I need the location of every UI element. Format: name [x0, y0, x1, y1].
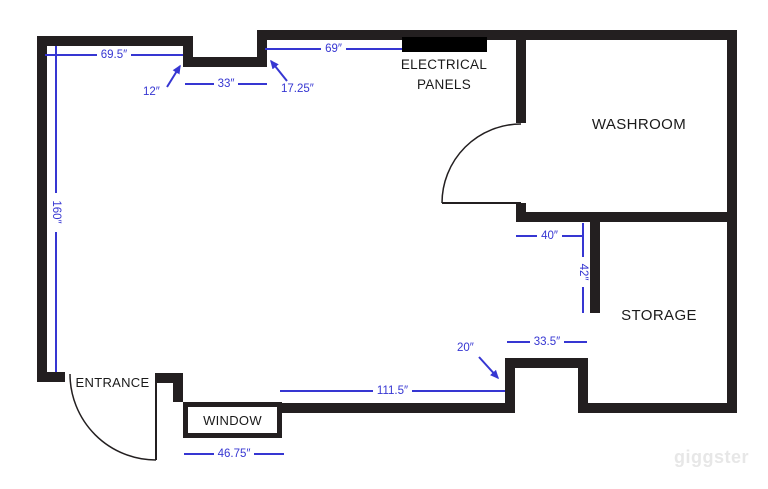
wall-storage-partition: [590, 222, 600, 313]
arrow-notch-right-depth: [270, 59, 288, 82]
wall-washroom-left-upper: [516, 40, 526, 123]
dim-storage-wall-line-bottom: [582, 287, 584, 313]
wall-top-right: [257, 30, 737, 40]
dim-washroom-to-storage-label: 40″: [541, 229, 558, 242]
wall-top-left: [37, 36, 193, 46]
wall-alcove-right: [578, 358, 588, 413]
electrical-panels-line2: PANELS: [416, 76, 472, 92]
wall-bottom-right: [588, 403, 737, 413]
arrow-notch-depth: [166, 64, 181, 88]
dim-left-wall-line-top: [55, 46, 57, 193]
dim-alcove-depth-label: 20″: [457, 342, 474, 354]
dim-top-left-wall: 69.5″: [45, 48, 183, 61]
dim-storage-wall-line-top: [582, 223, 584, 257]
arrow-alcove-depth: [478, 356, 500, 380]
washroom-label: WASHROOM: [591, 116, 687, 133]
dim-top-right-wall: 69″: [265, 42, 402, 55]
dim-left-wall-label: 160″: [50, 200, 62, 224]
entrance-label: ENTRANCE: [75, 375, 150, 390]
dim-window-width-label: 46.75″: [217, 447, 251, 460]
wall-left: [37, 36, 47, 382]
washroom-door-arc: [441, 123, 522, 204]
dim-bottom-wall-label: 111.5″: [376, 384, 409, 397]
electrical-panels-line1: ELECTRICAL: [400, 57, 488, 72]
dim-notch-width-label: 33″: [217, 77, 235, 90]
wall-notch-bottom: [183, 57, 267, 67]
wall-alcove-left: [505, 358, 515, 413]
wall-entrance-right-side: [173, 373, 183, 402]
dim-alcove-width: 33.5″: [507, 335, 587, 348]
window-box: WINDOW: [183, 402, 282, 438]
wall-washroom-bottom: [516, 212, 737, 222]
electrical-panel-block: [402, 37, 487, 52]
wall-notch-step-left: [183, 36, 193, 67]
wall-entrance-right-top: [155, 373, 183, 383]
wall-bottom-left: [282, 403, 505, 413]
dim-window-width: 46.75″: [184, 447, 285, 460]
dim-notch-width: 33″: [185, 77, 267, 90]
storage-label: STORAGE: [621, 307, 697, 324]
giggster-watermark: giggster: [674, 447, 750, 467]
window-label: WINDOW: [203, 412, 262, 428]
dim-washroom-to-storage: 40″: [516, 229, 583, 242]
wall-notch-step-right: [257, 30, 267, 67]
dim-storage-wall-label: 42″: [577, 263, 589, 281]
dim-notch-right-depth-label: 17.25″: [281, 83, 314, 95]
dim-top-left-wall-label: 69.5″: [100, 48, 128, 61]
dim-alcove-width-label: 33.5″: [533, 335, 561, 348]
dim-top-right-wall-label: 69″: [325, 42, 342, 55]
dim-notch-depth-label: 12″: [143, 86, 160, 98]
electrical-panels-label: ELECTRICAL PANELS: [394, 55, 494, 94]
wall-entrance-left-stub: [37, 372, 65, 382]
dim-left-wall-line-bottom: [55, 232, 57, 372]
dim-bottom-wall: 111.5″: [280, 384, 505, 397]
wall-alcove-top: [505, 358, 588, 368]
